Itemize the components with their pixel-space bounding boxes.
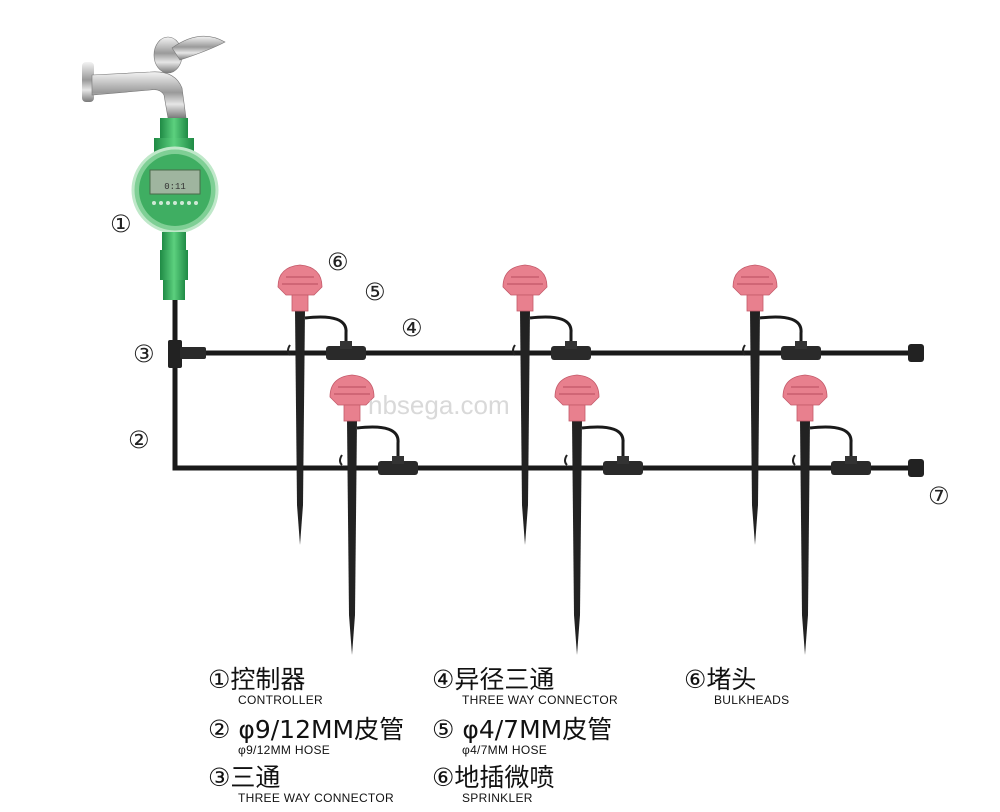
- legend-en: SPRINKLER: [462, 791, 533, 805]
- sprinkler-stake: [277, 264, 366, 545]
- legend-cn: ⑤ φ4/7MM皮管: [432, 715, 613, 744]
- legend-cn: ② φ9/12MM皮管: [208, 715, 405, 744]
- legend-en: THREE WAY CONNECTOR: [462, 693, 618, 707]
- callout-2: ②: [128, 426, 150, 454]
- legend-cn: ⑥地插微喷: [432, 763, 555, 792]
- sprinkler-stake: [329, 374, 418, 655]
- legend-en: BULKHEADS: [714, 693, 790, 707]
- callout-5: ⑤: [364, 278, 386, 306]
- legend-item-reducing-three-way: ④异径三通 THREE WAY CONNECTOR: [432, 665, 618, 707]
- end-cap-upper: [908, 344, 924, 362]
- watermark: nbsega.com: [368, 390, 510, 420]
- end-cap-lower: [908, 459, 924, 477]
- legend-cn: ③三通: [208, 763, 281, 792]
- controller: 0:11: [131, 118, 219, 300]
- legend-cn: ⑥堵头: [684, 665, 757, 694]
- legend-cn: ①控制器: [208, 665, 306, 694]
- legend-item-controller: ①控制器 CONTROLLER: [208, 665, 324, 707]
- callout-4: ④: [401, 314, 423, 342]
- sprinkler-stake: [554, 374, 643, 655]
- legend-en: THREE WAY CONNECTOR: [238, 791, 394, 805]
- legend-item-bulkheads: ⑥堵头 BULKHEADS: [684, 665, 790, 707]
- legend-en: φ4/7MM HOSE: [462, 743, 548, 757]
- three-way-connector: [168, 340, 206, 368]
- sprinkler-stake: [502, 264, 591, 545]
- legend-item-three-way: ③三通 THREE WAY CONNECTOR: [208, 763, 394, 805]
- callout-7: ⑦: [928, 482, 950, 510]
- legend-item-hose-9-12: ② φ9/12MM皮管 φ9/12MM HOSE: [208, 715, 405, 757]
- sprinkler-stake: [732, 264, 821, 545]
- controller-display-text: 0:11: [164, 182, 186, 192]
- legend-item-sprinkler: ⑥地插微喷 SPRINKLER: [432, 763, 555, 805]
- faucet: [82, 35, 226, 119]
- legend-en: φ9/12MM HOSE: [238, 743, 331, 757]
- callout-3: ③: [133, 340, 155, 368]
- legend-en: CONTROLLER: [238, 693, 324, 707]
- sprinkler-stake: [782, 374, 871, 655]
- legend-item-hose-4-7: ⑤ φ4/7MM皮管 φ4/7MM HOSE: [432, 715, 613, 757]
- callout-1: ①: [110, 210, 132, 238]
- callout-6: ⑥: [327, 248, 349, 276]
- legend-cn: ④异径三通: [432, 665, 555, 694]
